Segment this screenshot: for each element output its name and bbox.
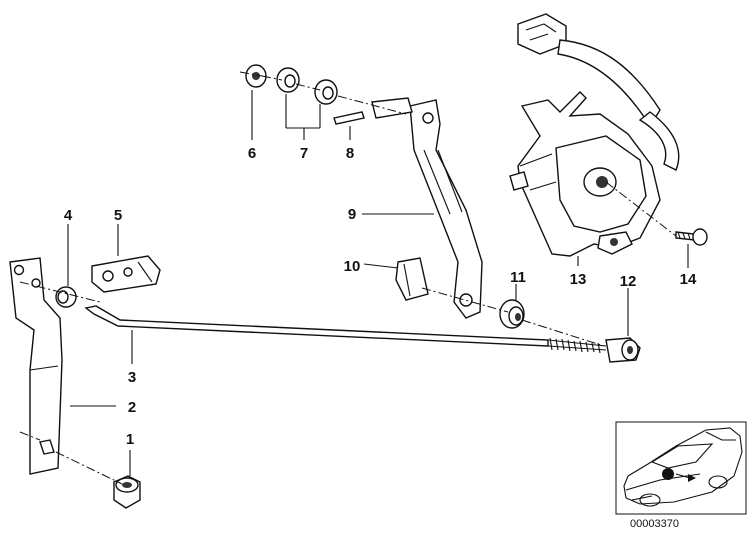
callout-12: 12	[620, 273, 637, 290]
pin-part-8	[333, 111, 365, 125]
car-location-thumbnail	[615, 421, 747, 515]
clip-part-5	[91, 255, 161, 293]
grommet-part-11	[499, 299, 525, 329]
callout-10: 10	[344, 258, 361, 275]
callout-13: 13	[570, 271, 587, 288]
bracket-part-2	[9, 257, 63, 475]
clip-part-10	[395, 257, 429, 301]
callout-14: 14	[680, 271, 697, 288]
diagram-reference-number: 00003370	[630, 518, 679, 530]
washer-part-6	[245, 64, 267, 88]
callout-8: 8	[346, 145, 354, 162]
callout-11: 11	[510, 269, 526, 286]
callout-1: 1	[126, 431, 134, 448]
rod-end-part-12	[605, 337, 641, 363]
callout-7: 7	[300, 145, 308, 162]
callout-9: 9	[348, 206, 356, 223]
bushing-part-7b	[314, 79, 338, 105]
callout-5: 5	[114, 207, 122, 224]
nut-part-1	[113, 475, 141, 509]
switch-part-13	[509, 13, 680, 257]
callout-3: 3	[128, 369, 136, 386]
screw-part-14	[675, 228, 708, 246]
callout-4: 4	[64, 207, 73, 224]
bushing-part-7a	[276, 67, 300, 93]
assembly-axes	[19, 71, 677, 485]
bushing-part-4	[55, 286, 77, 308]
callout-2: 2	[128, 399, 136, 416]
callout-labels: 1 2 3 4 5 6 7 8 9 10 11 12 13 14	[64, 145, 697, 448]
rod-part-3	[84, 305, 607, 354]
lever-part-9	[371, 97, 483, 319]
leader-lines	[67, 90, 689, 476]
callout-6: 6	[248, 145, 256, 162]
